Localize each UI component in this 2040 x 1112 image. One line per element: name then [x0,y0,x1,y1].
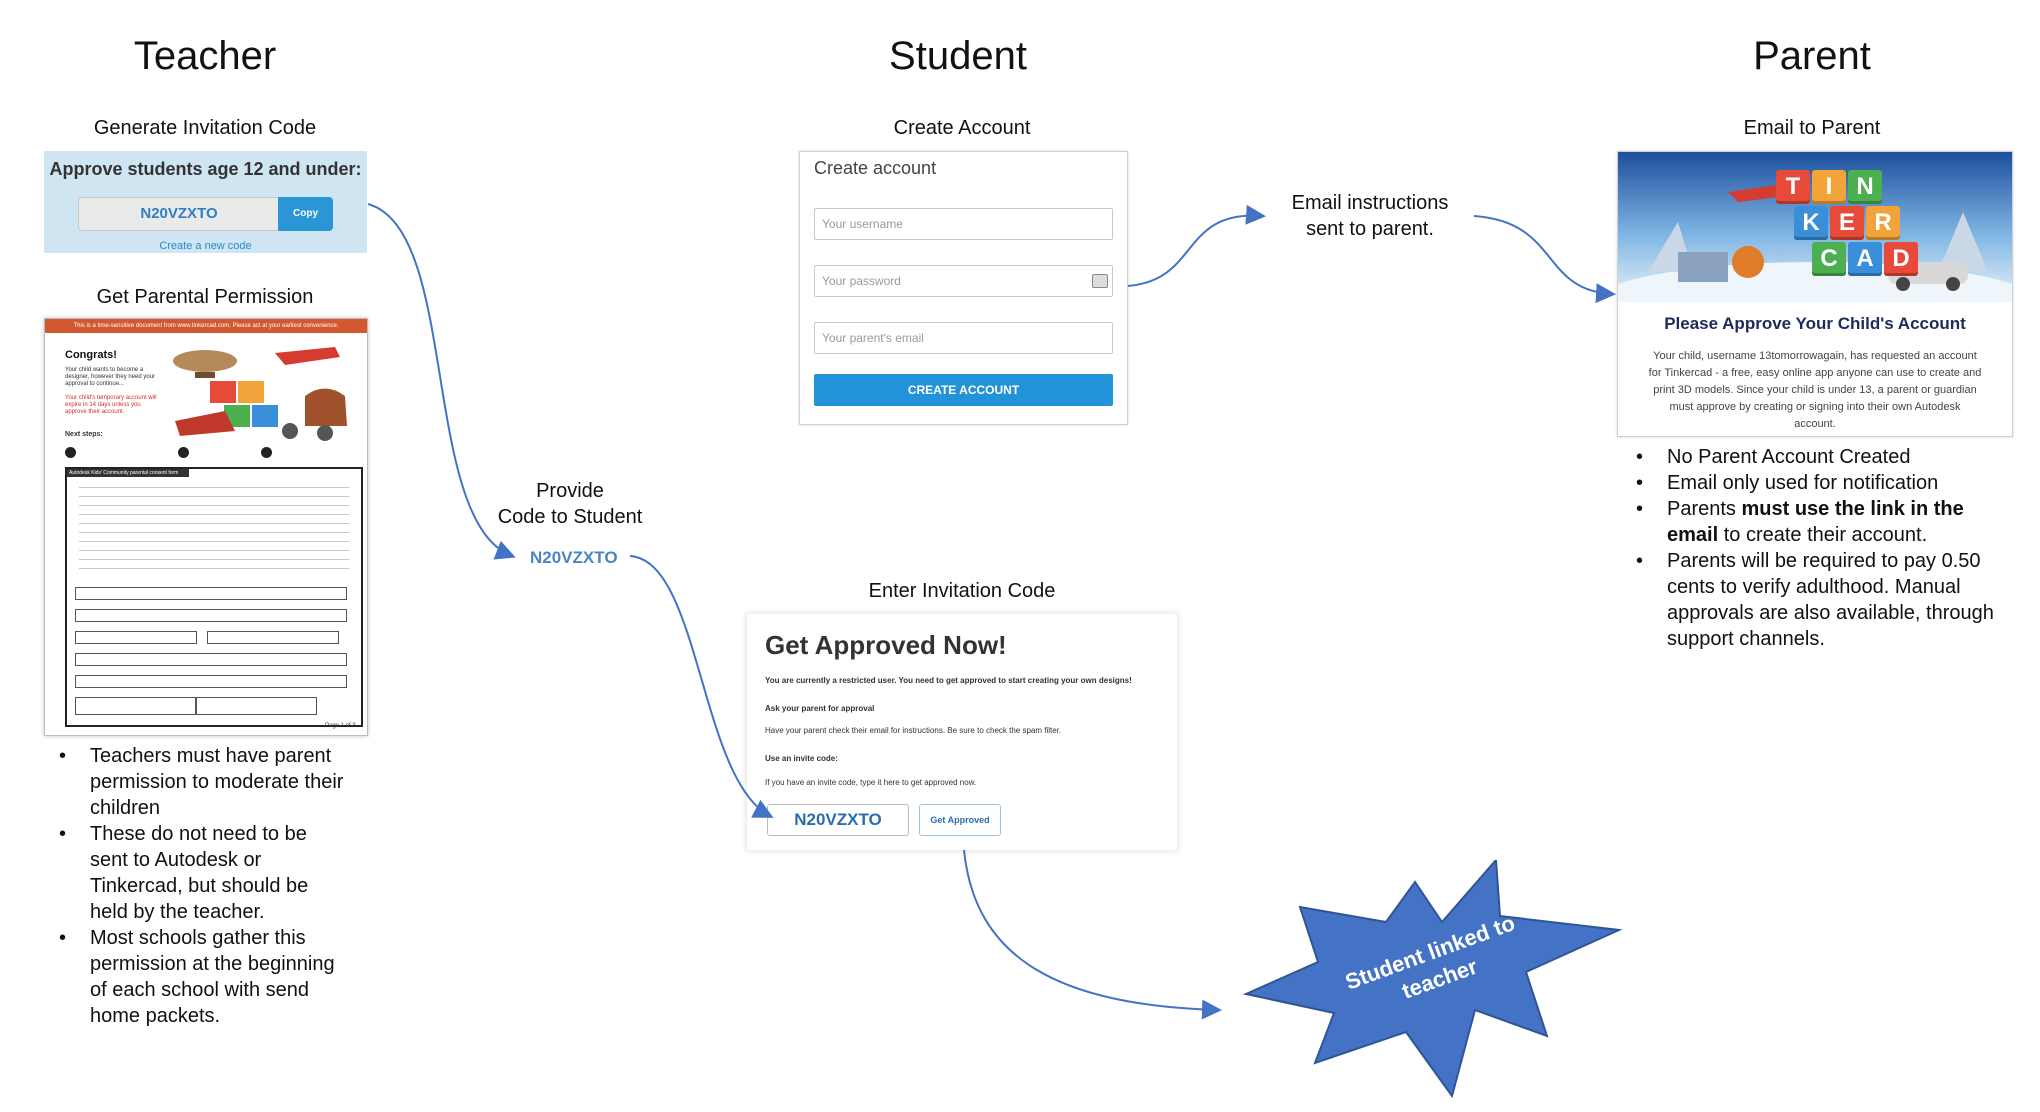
use-code-heading: Use an invite code: [765,754,838,763]
teacher-bullet-list: Teachers must have parent permission to … [57,743,347,1029]
parental-permission-caption: Get Parental Permission [96,286,314,308]
parent-bullet-list: No Parent Account Created Email only use… [1634,444,2014,652]
generate-code-caption: Generate Invitation Code [93,117,317,139]
password-manager-icon[interactable] [1092,274,1108,288]
email-to-parent-caption: Email to Parent [1743,117,1881,139]
logo-letter: R [1866,206,1900,240]
logo-letter: A [1848,242,1882,276]
approve-account-body: Your child, username 13tomorrowagain, ha… [1648,350,1982,430]
approve-heading: Approve students age 12 and under: [49,159,362,179]
copy-button[interactable]: Copy [278,197,333,231]
invite-code-input[interactable]: N20VZXTO [767,804,909,836]
create-account-title: Create account [814,158,937,178]
parent-bullet: Parents will be required to pay 0.50 cen… [1634,548,2014,652]
create-account-panel: Create account Your username Your passwo… [799,151,1128,425]
tinkercad-illustration [173,347,347,441]
teacher-column-title: Teacher [133,34,277,78]
create-account-button[interactable]: CREATE ACCOUNT [814,374,1113,406]
next-steps-label: Next steps: [65,431,103,438]
congrats-heading: Congrats! [65,349,117,361]
logo-letter: I [1812,170,1846,204]
parent-column-title: Parent [1753,34,1871,78]
consent-form-box: Autodesk Kids' Community parental consen… [65,467,363,727]
arrow-create-to-email [1127,204,1266,287]
parent-bullet: Email only used for notification [1634,470,2014,496]
arrow-code-to-student [367,203,516,560]
logo-letter: N [1848,170,1882,204]
enter-code-caption: Enter Invitation Code [868,580,1056,602]
congrats-text: Your child wants to become a designer, h… [65,367,156,387]
expiry-notice: Your child's temporary account will expi… [65,395,157,415]
logo-letter: K [1794,206,1828,240]
ask-parent-desc: Have your parent check their email for i… [765,726,1062,735]
teacher-bullet: Teachers must have parent permission to … [57,743,347,821]
student-column-title: Student [889,34,1027,78]
invite-code-field[interactable]: N20VZXTO [78,197,280,231]
parent-bullet: No Parent Account Created [1634,444,2014,470]
approve-students-panel: Approve students age 12 and under: N20VZ… [44,151,367,253]
arrow-enter-to-linked [963,849,1222,1020]
password-input[interactable]: Your password [814,265,1113,297]
approve-account-heading: Please Approve Your Child's Account [1664,314,1966,333]
consent-form-title: Autodesk Kids' Community parental consen… [67,469,189,477]
consent-form-top-bar: This is a time-sensitive document from w… [45,319,367,333]
logo-letter: C [1812,242,1846,276]
ask-parent-heading: Ask your parent for approval [765,704,875,713]
consent-form-document: This is a time-sensitive document from w… [44,318,368,736]
use-code-desc: If you have an invite code, type it here… [765,778,977,787]
provide-code-caption: Provide Code to Student [497,480,643,528]
provided-invite-code: N20VZXTO [530,548,618,567]
logo-letter: D [1884,242,1918,276]
parent-bullet: Parents must use the link in the email t… [1634,496,2014,548]
logo-letter: E [1830,206,1864,240]
get-approved-title: Get Approved Now! [765,630,1007,660]
parent-email-input[interactable]: Your parent's email [814,322,1113,354]
page-number: Page 1 of 3 [325,723,356,729]
get-approved-panel: Get Approved Now! You are currently a re… [746,613,1178,851]
tinkercad-hero-image: T I N K E R C A D [1618,152,2012,302]
username-input[interactable]: Your username [814,208,1113,240]
parent-email-panel: T I N K E R C A D Please Approve Your Ch… [1617,151,2013,437]
teacher-bullet: Most schools gather this permission at t… [57,925,347,1029]
create-account-caption: Create Account [893,117,1031,139]
arrow-email-to-parent [1473,215,1616,304]
create-new-code-link[interactable]: Create a new code [159,240,252,252]
teacher-bullet: These do not need to be sent to Autodesk… [57,821,347,925]
email-instructions-caption: Email instructions sent to parent. [1291,192,1449,240]
logo-letter: T [1776,170,1810,204]
get-approved-button[interactable]: Get Approved [919,804,1001,836]
restricted-notice: You are currently a restricted user. You… [765,676,1132,685]
student-linked-starburst [1242,860,1623,1099]
arrow-provide-to-enter [629,555,774,818]
